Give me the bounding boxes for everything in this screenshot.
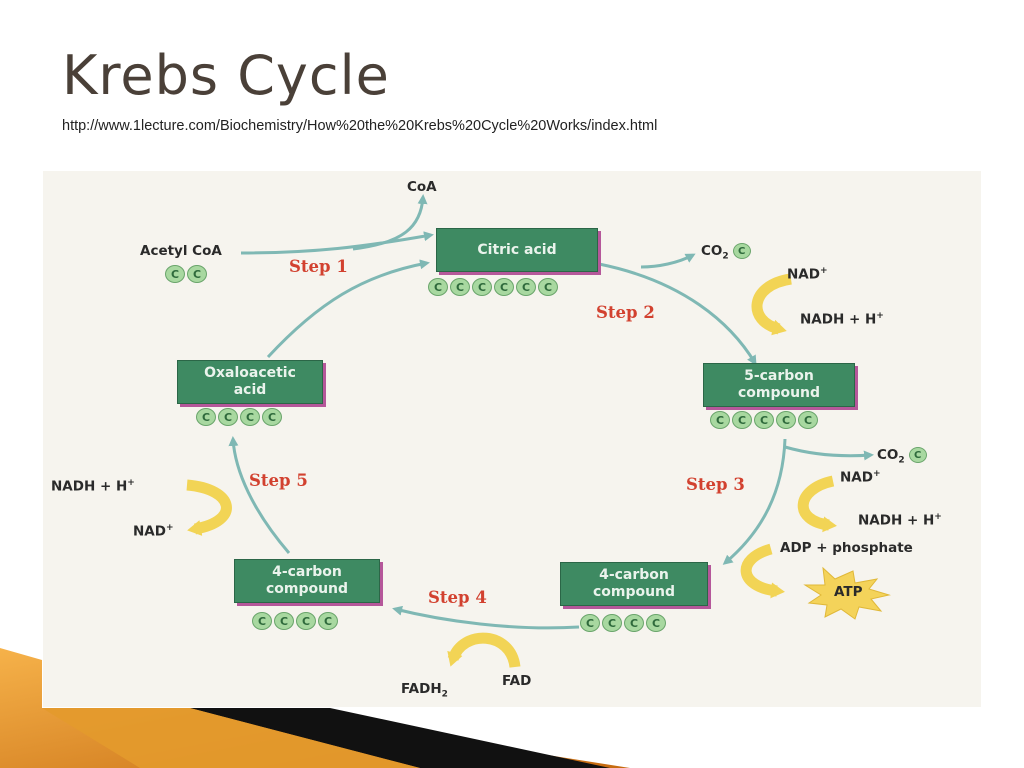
carbon-atom: C (318, 612, 338, 630)
four-carbon-left-label: 4-carbon compound (265, 564, 349, 597)
carbon-atom: C (798, 411, 818, 429)
carbon-atom: C (538, 278, 558, 296)
arrow-acetyl-to-citric (240, 231, 434, 255)
arrow-4c-to-oxalo (228, 436, 291, 554)
carbon-atom: C (602, 614, 622, 632)
carbon-atom: C (252, 612, 272, 630)
carbon-atom: C (296, 612, 316, 630)
carbon-atom: C (624, 614, 644, 632)
carbon-icon: C (908, 447, 927, 463)
citric-acid-label: Citric acid (477, 241, 557, 258)
carbon-atom: C (646, 614, 666, 632)
four-carbon-right-label: 4-carbon compound (592, 567, 676, 600)
carbon-atom: C (494, 278, 514, 296)
carbon-atom: C (240, 408, 260, 426)
carbon-atom: C (516, 278, 536, 296)
nad-step5-label: NAD+ (133, 523, 174, 540)
adp-phosphate-label: ADP + phosphate (780, 540, 913, 556)
carbon-atom: C (472, 278, 492, 296)
carbon-atom: C (428, 278, 448, 296)
arrow-citric-to-5c (598, 262, 757, 366)
nad-step3-label: NAD+ (840, 469, 881, 486)
arrow-5c-to-4c (722, 438, 787, 565)
oxaloacetic-acid-label: Oxaloacetic acid (204, 365, 296, 398)
arrow-co2-step2 (640, 253, 696, 269)
acetyl-coa-label: Acetyl CoA (140, 243, 222, 259)
atp-arrow-step3 (740, 543, 785, 599)
carbon-atom: C (262, 408, 282, 426)
carbon-atom: C (187, 265, 207, 283)
carbon-icon: C (732, 243, 751, 259)
nadh-step5-label: NADH + H+ (51, 478, 135, 495)
fad-arrow-step4 (447, 632, 521, 669)
fadh2-label: FADH2 (401, 681, 448, 700)
atp-starburst-icon (803, 566, 891, 620)
four-carbon-left-box: 4-carbon compound (234, 559, 380, 603)
step-5-label: Step 5 (249, 471, 308, 490)
step-1-label: Step 1 (289, 257, 348, 276)
nad-arrow-step3 (797, 475, 837, 533)
slide-title: Krebs Cycle (62, 44, 390, 107)
step-4-label: Step 4 (428, 588, 487, 607)
carbon-atom: C (754, 411, 774, 429)
five-carbon-box: 5-carbon compound (703, 363, 855, 407)
carbon-atom: C (710, 411, 730, 429)
source-url: http://www.1lecture.com/Biochemistry/How… (62, 118, 658, 134)
co2-step3-label: CO2C (877, 447, 927, 466)
carbon-atom: C (450, 278, 470, 296)
co2-step2-label: CO2C (701, 243, 751, 262)
fad-label: FAD (502, 673, 532, 689)
carbon-atom: C (580, 614, 600, 632)
carbon-atom: C (776, 411, 796, 429)
oxaloacetic-acid-box: Oxaloacetic acid (177, 360, 323, 404)
carbon-atom: C (732, 411, 752, 429)
carbon-atom: C (196, 408, 216, 426)
nad-arrow-step2 (751, 273, 793, 336)
nadh-step2-label: NADH + H+ (800, 311, 884, 328)
step-3-label: Step 3 (686, 475, 745, 494)
five-carbon-label: 5-carbon compound (737, 368, 821, 401)
arrow-4c-to-4c (392, 605, 580, 630)
arrow-oxalo-to-citric (266, 259, 430, 359)
arrow-co2-step3 (784, 445, 874, 461)
coa-label: CoA (407, 179, 437, 195)
carbon-atom: C (165, 265, 185, 283)
nad-arrow-step5 (186, 479, 232, 536)
four-carbon-right-box: 4-carbon compound (560, 562, 708, 606)
nad-step2-label: NAD+ (787, 266, 828, 283)
carbon-atom: C (274, 612, 294, 630)
arrow-coa-out (352, 194, 428, 251)
atp-label: ATP (834, 584, 863, 600)
carbon-atom: C (218, 408, 238, 426)
citric-acid-box: Citric acid (436, 228, 598, 272)
step-2-label: Step 2 (596, 303, 655, 322)
nadh-step3-label: NADH + H+ (858, 512, 942, 529)
